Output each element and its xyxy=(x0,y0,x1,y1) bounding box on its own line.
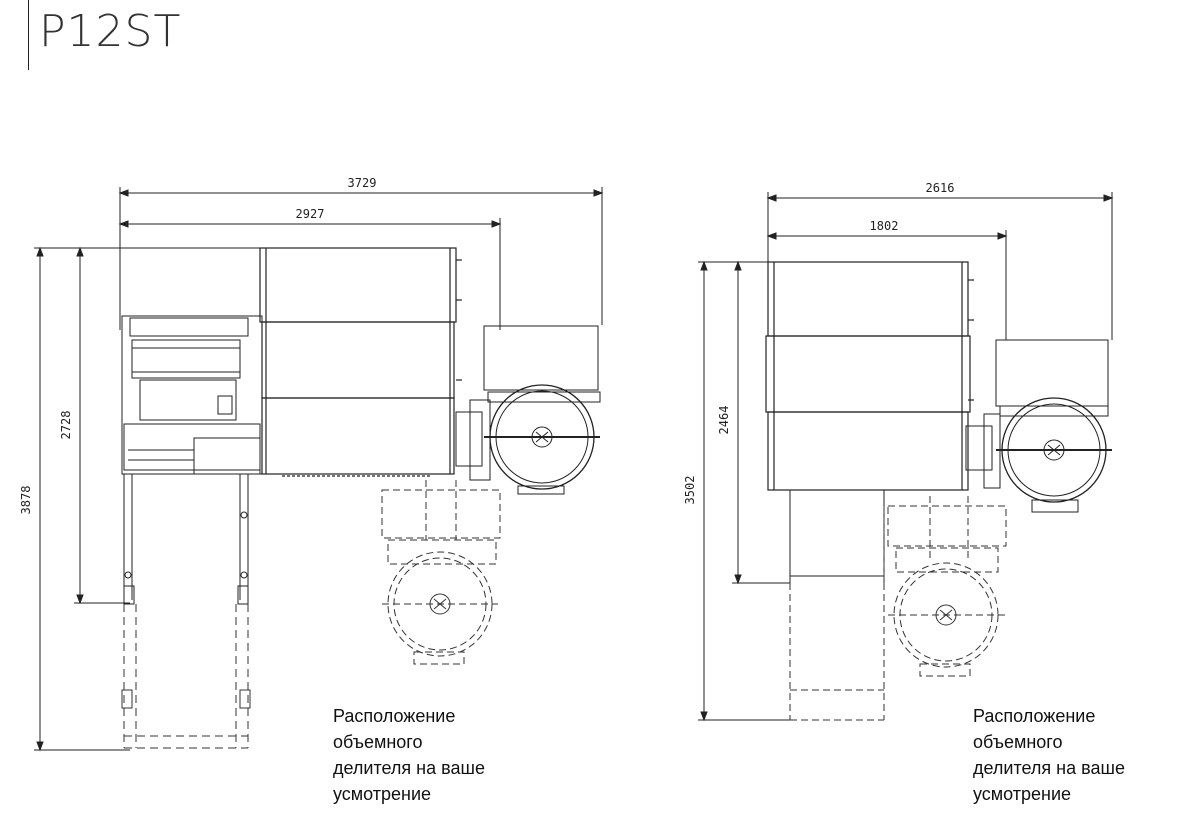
left-dim-side-overall xyxy=(34,246,262,752)
left-conveyor-extension xyxy=(121,604,251,749)
right-drum-unit xyxy=(965,339,1112,513)
right-divider-dashed xyxy=(789,496,1007,721)
right-dim-side-overall-label: 3502 xyxy=(683,476,697,505)
left-dim-top-overall-label: 3729 xyxy=(348,176,377,190)
right-dim-top-inner xyxy=(766,230,1008,340)
left-main-cabinet xyxy=(259,247,462,477)
left-press-unit xyxy=(121,315,263,475)
left-divider-dashed xyxy=(381,480,501,665)
right-dim-top-overall xyxy=(766,192,1114,340)
right-dim-side-inner xyxy=(732,260,790,585)
left-dim-top-overall xyxy=(118,187,604,330)
left-dim-top-inner xyxy=(118,218,502,330)
title-divider: P12ST xyxy=(28,0,180,70)
left-conveyor xyxy=(123,474,249,605)
left-dim-side-inner-label: 2728 xyxy=(59,411,73,440)
left-placement-note: Расположение объемного делителя на ваше … xyxy=(333,706,485,804)
right-column xyxy=(789,490,885,583)
right-view: 2616 1802 3502 2464 xyxy=(683,181,1114,722)
right-dim-top-overall-label: 2616 xyxy=(926,181,955,195)
right-dim-top-inner-label: 1802 xyxy=(870,219,899,233)
right-main-cabinet xyxy=(765,261,974,491)
left-dim-top-inner-label: 2927 xyxy=(296,207,325,221)
right-dim-side-overall xyxy=(698,260,790,722)
left-view: 3729 2927 3878 2728 xyxy=(19,176,604,752)
left-drum-unit xyxy=(455,325,601,495)
right-dim-side-inner-label: 2464 xyxy=(717,406,731,435)
page-title: P12ST xyxy=(39,6,182,57)
left-dim-side-overall-label: 3878 xyxy=(19,486,33,515)
right-placement-note: Расположение объемного делителя на ваше … xyxy=(973,706,1125,804)
left-dim-side-inner xyxy=(74,246,130,605)
